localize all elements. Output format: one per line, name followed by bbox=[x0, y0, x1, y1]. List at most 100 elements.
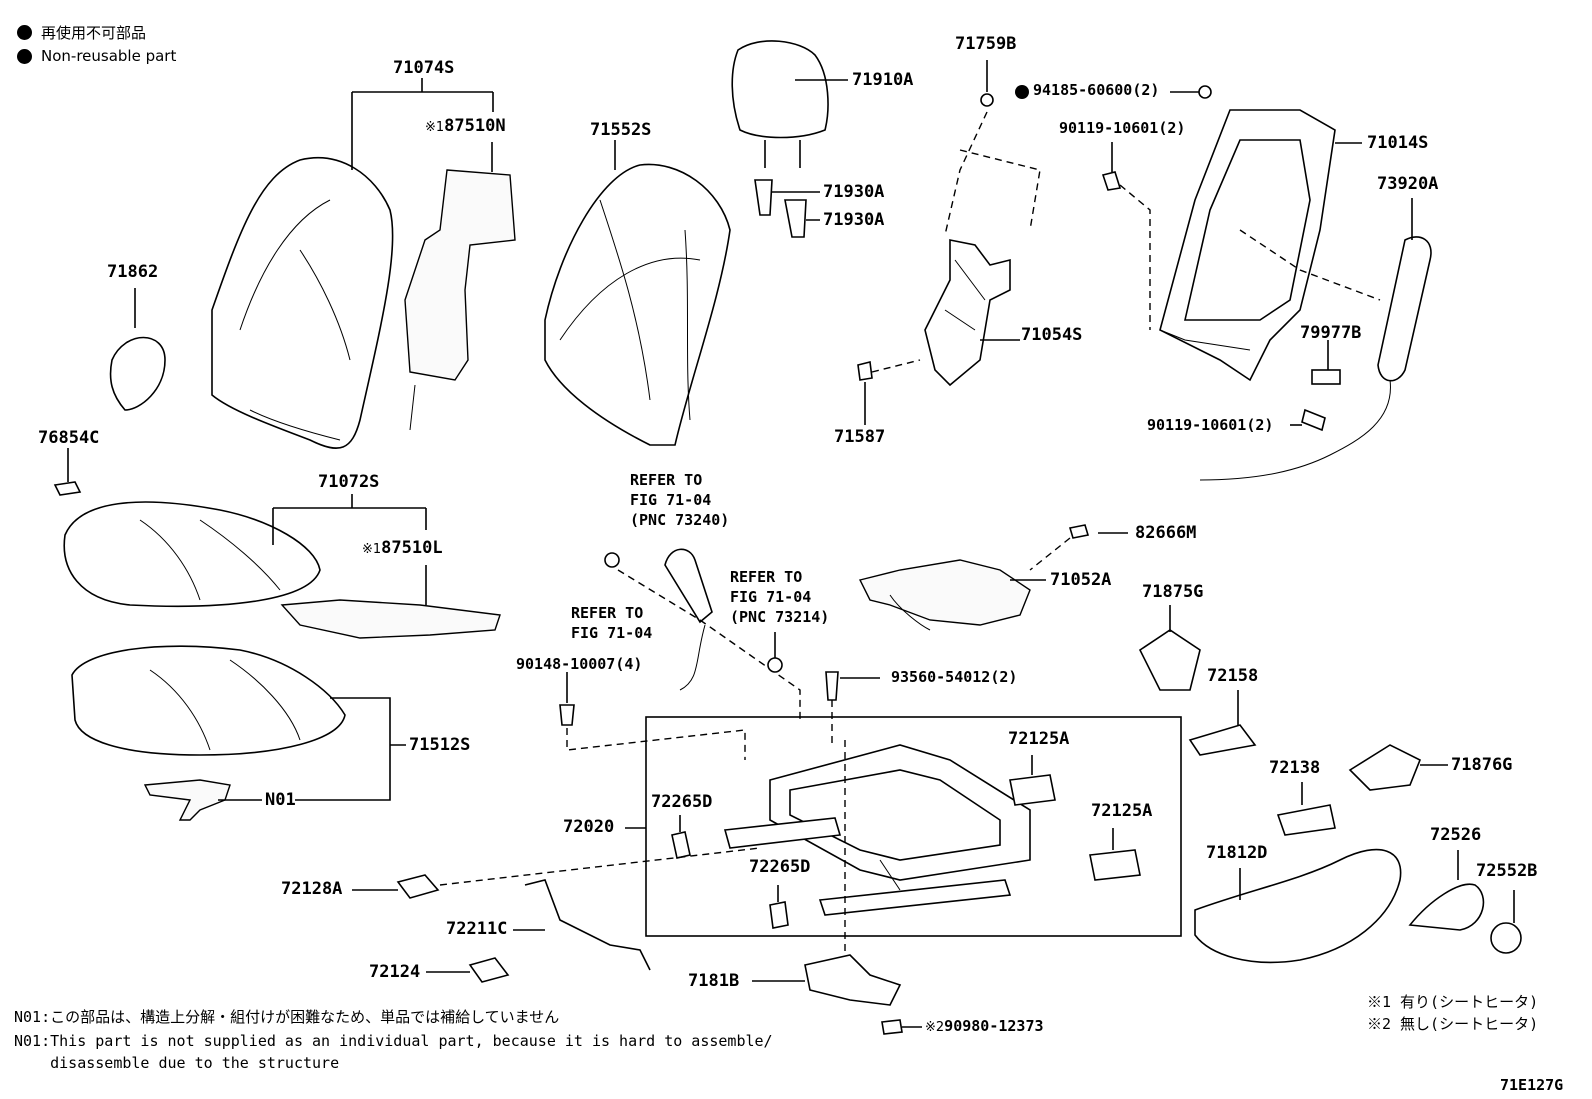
part-label-71862[interactable]: 71862 bbox=[107, 262, 159, 282]
part-label-72128A[interactable]: 72128A bbox=[281, 879, 343, 899]
heater-mat-seat-drawing bbox=[280, 599, 501, 639]
part-label-71552S[interactable]: 71552S bbox=[590, 120, 652, 140]
part-label-71930A[interactable]: 71930A bbox=[823, 210, 885, 230]
support-bracket-drawing bbox=[804, 954, 902, 1006]
seatback-pad-drawing bbox=[544, 163, 731, 446]
part-label-72020[interactable]: 72020 bbox=[563, 817, 615, 837]
nut-drawing bbox=[980, 93, 994, 107]
part-label-71072S[interactable]: 71072S bbox=[318, 472, 380, 492]
cover-drawing bbox=[468, 957, 510, 983]
heater-mark: ※1 bbox=[362, 542, 382, 557]
cushion-harness-drawing bbox=[143, 779, 231, 821]
footnote-mark1: ※1 有り(シートヒータ) bbox=[1367, 993, 1539, 1011]
note-jp: N01:この部品は、構造上分解・組付けが困難なため、単品では補給していません bbox=[14, 1008, 560, 1026]
part-label-82666M[interactable]: 82666M bbox=[1135, 523, 1197, 543]
motor-drawing bbox=[1009, 774, 1056, 806]
part-label-71054S[interactable]: 71054S bbox=[1021, 325, 1083, 345]
connector-drawing bbox=[881, 1019, 903, 1035]
refer-note-73214[interactable]: REFER TO FIG 71-04 (PNC 73214) bbox=[730, 568, 830, 626]
bullet-icon bbox=[17, 48, 32, 64]
bracket-drawing bbox=[1348, 744, 1422, 791]
nut-drawing bbox=[604, 552, 620, 568]
part-label-7181B[interactable]: 7181B bbox=[688, 971, 740, 991]
headrest-guide-drawing bbox=[784, 199, 807, 238]
part-number: 87510L bbox=[381, 538, 443, 558]
part-label-71812D[interactable]: 71812D bbox=[1206, 843, 1268, 863]
bolt-drawing bbox=[1101, 171, 1122, 191]
part-label-71052A[interactable]: 71052A bbox=[1050, 570, 1112, 590]
part-label-72526[interactable]: 72526 bbox=[1430, 825, 1482, 845]
headrest-drawing bbox=[731, 40, 829, 168]
part-label-71930A[interactable]: 71930A bbox=[823, 182, 885, 202]
bullet-icon bbox=[17, 25, 32, 40]
clip-drawing bbox=[857, 361, 873, 381]
part-label-71875G[interactable]: 71875G bbox=[1142, 582, 1204, 602]
clip-drawing bbox=[53, 481, 82, 496]
screw-drawing bbox=[825, 671, 839, 701]
motor-drawing bbox=[1089, 849, 1141, 881]
part-label-94185[interactable]: 94185-60600(2) bbox=[1033, 81, 1160, 99]
part-label-71876G[interactable]: 71876G bbox=[1451, 755, 1513, 775]
clip-drawing bbox=[1068, 524, 1090, 539]
bolt-drawing bbox=[1301, 408, 1326, 432]
part-label-93560[interactable]: 93560-54012(2) bbox=[891, 668, 1018, 686]
part-label-79977B[interactable]: 79977B bbox=[1300, 323, 1362, 343]
clip-drawing bbox=[769, 901, 789, 929]
warning-label-drawing bbox=[1311, 369, 1341, 385]
nut-drawing bbox=[1198, 85, 1212, 99]
cover-drawing bbox=[1188, 724, 1257, 756]
part-label-71910A[interactable]: 71910A bbox=[852, 70, 914, 90]
cap-drawing bbox=[1490, 922, 1522, 954]
part-label-71014S[interactable]: 71014S bbox=[1367, 133, 1429, 153]
legend-item: Non-reusable part bbox=[17, 47, 176, 65]
part-label-71587[interactable]: 71587 bbox=[834, 427, 886, 447]
note-en-line2: disassemble due to the structure bbox=[14, 1054, 340, 1072]
seatback-frame-drawing bbox=[1159, 109, 1336, 382]
note-en-line1: N01:This part is not supplied as an indi… bbox=[14, 1032, 773, 1050]
part-label-71759B[interactable]: 71759B bbox=[955, 34, 1017, 54]
part-label-90148[interactable]: 90148-10007(4) bbox=[516, 655, 643, 673]
back-panel-drawing bbox=[109, 336, 166, 411]
part-label-N01[interactable]: N01 bbox=[265, 790, 296, 810]
headrest-guide-drawing bbox=[754, 179, 773, 216]
cover-drawing bbox=[1276, 804, 1336, 836]
bolt-drawing bbox=[559, 704, 575, 726]
part-label-71074S[interactable]: 71074S bbox=[393, 58, 455, 78]
part-number: 90980-12373 bbox=[944, 1017, 1044, 1035]
legend-item: 再使用不可部品 bbox=[17, 22, 146, 43]
part-label-90980[interactable]: ※290980-12373 bbox=[925, 1017, 1044, 1035]
seatback-cover-drawing bbox=[211, 157, 394, 449]
part-label-72124[interactable]: 72124 bbox=[369, 962, 421, 982]
heater-mark: ※1 bbox=[425, 120, 445, 135]
part-label-73920A[interactable]: 73920A bbox=[1377, 174, 1439, 194]
seat-adjuster-drawing bbox=[723, 744, 1031, 916]
cover-drawing bbox=[396, 874, 440, 899]
side-shield-drawing bbox=[1194, 848, 1402, 964]
heater-mark: ※2 bbox=[925, 1020, 945, 1035]
part-label-87510L[interactable]: ※187510L bbox=[362, 540, 443, 557]
refer-note-fig[interactable]: REFER TO FIG 71-04 bbox=[571, 604, 653, 642]
part-label-72138[interactable]: 72138 bbox=[1269, 758, 1321, 778]
knob-drawing bbox=[1408, 883, 1485, 931]
ring-drawing bbox=[767, 657, 783, 673]
part-label-87510N[interactable]: ※187510N bbox=[425, 118, 506, 135]
refer-note-73240[interactable]: REFER TO FIG 71-04 (PNC 73240) bbox=[630, 471, 730, 529]
lumbar-bracket-drawing bbox=[924, 239, 1011, 387]
part-number: 87510N bbox=[444, 116, 506, 136]
part-label-72158[interactable]: 72158 bbox=[1207, 666, 1259, 686]
part-label-72125A[interactable]: 72125A bbox=[1008, 729, 1070, 749]
part-label-71512S[interactable]: 71512S bbox=[409, 735, 471, 755]
part-label-72211C[interactable]: 72211C bbox=[446, 919, 508, 939]
part-label-72265D[interactable]: 72265D bbox=[749, 857, 811, 877]
footnote-mark2: ※2 無し(シートヒータ) bbox=[1367, 1015, 1539, 1033]
heater-mat-back-drawing bbox=[404, 142, 516, 431]
part-label-72265D[interactable]: 72265D bbox=[651, 792, 713, 812]
part-label-76854C[interactable]: 76854C bbox=[38, 428, 100, 448]
part-label-72125A[interactable]: 72125A bbox=[1091, 801, 1153, 821]
wire-drawing bbox=[524, 879, 651, 971]
part-label-72552B[interactable]: 72552B bbox=[1476, 861, 1538, 881]
part-label-90119-top[interactable]: 90119-10601(2) bbox=[1059, 119, 1186, 137]
seat-wire-harness-drawing bbox=[858, 559, 1031, 631]
part-label-90119-bottom[interactable]: 90119-10601(2) bbox=[1147, 416, 1274, 434]
